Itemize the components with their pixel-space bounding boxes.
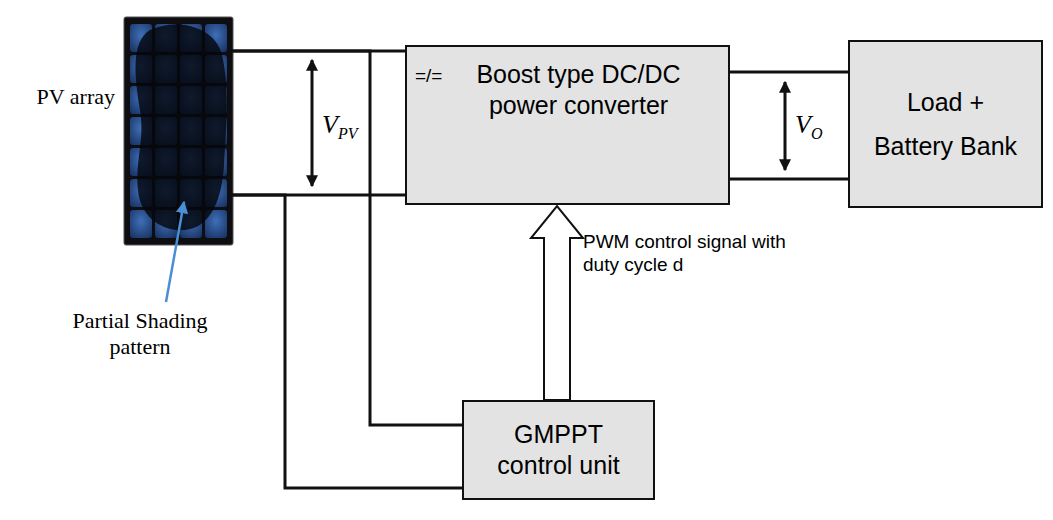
pv-panel-frame [124, 17, 233, 245]
wire [232, 195, 462, 488]
converter-box: =/= Boost type DC/DC power converter [405, 45, 730, 205]
pv-array: PV array [125, 18, 232, 244]
node-text: Boost type DC/DC power converter [459, 59, 699, 121]
node-text: =/= [415, 65, 442, 87]
node-text: PV array [3, 84, 115, 110]
leader-arrow [166, 202, 184, 302]
wire [730, 71, 848, 74]
wire [730, 178, 848, 181]
shading-blob [136, 24, 227, 230]
callout-label: Partial Shading pattern [50, 308, 230, 360]
node-text: Load + Battery Bank [871, 80, 1021, 168]
pv-cells [130, 24, 227, 238]
voltage-label: VPV [322, 110, 357, 149]
voltage-label: VO [795, 110, 822, 149]
voltage-arrow [784, 82, 787, 170]
control-box: GMPPT control unit [462, 400, 655, 500]
load-box: Load + Battery Bank [848, 40, 1043, 208]
voltage-arrow [311, 60, 314, 186]
signal-label: PWM control signal with duty cycle d [583, 230, 798, 276]
node-text: GMPPT control unit [479, 419, 639, 481]
control-arrow [531, 206, 583, 400]
